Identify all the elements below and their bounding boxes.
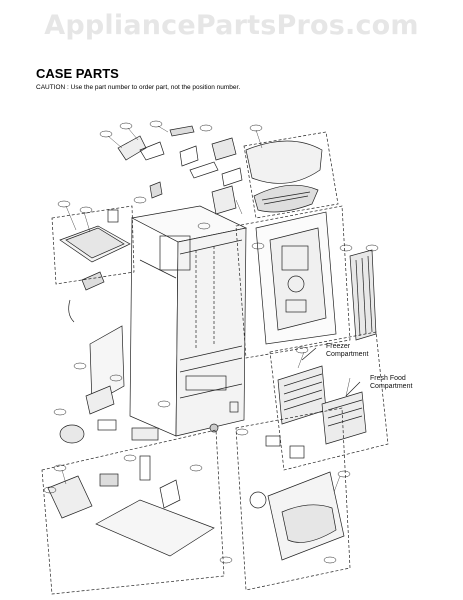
top-hinge-parts	[117, 125, 243, 215]
left-tray	[59, 209, 131, 263]
page-title: CASE PARTS	[36, 66, 119, 81]
bottom-right-assembly	[249, 435, 345, 561]
watermark-logo: AppliancePartsPros.com	[44, 10, 419, 41]
fresh-food-evaporator	[321, 391, 367, 445]
machine-compartment	[47, 401, 239, 557]
cabinet-assembly	[129, 205, 248, 437]
caution-note: CAUTION : Use the part number to order p…	[36, 84, 241, 91]
evaporator-panel	[255, 211, 377, 345]
fresh-food-label-line2: Compartment	[370, 383, 412, 390]
top-cover-assembly	[245, 140, 323, 213]
position-tags	[43, 120, 379, 564]
leader-lines	[61, 125, 351, 493]
freezer-label-line2: Compartment	[326, 351, 368, 358]
group-outlines	[41, 131, 389, 595]
fresh-food-label-line1: Fresh Food	[370, 375, 406, 382]
compartment-arrows	[301, 347, 361, 397]
left-small-parts	[59, 271, 159, 481]
freezer-label-line1: Freezer	[326, 343, 351, 350]
